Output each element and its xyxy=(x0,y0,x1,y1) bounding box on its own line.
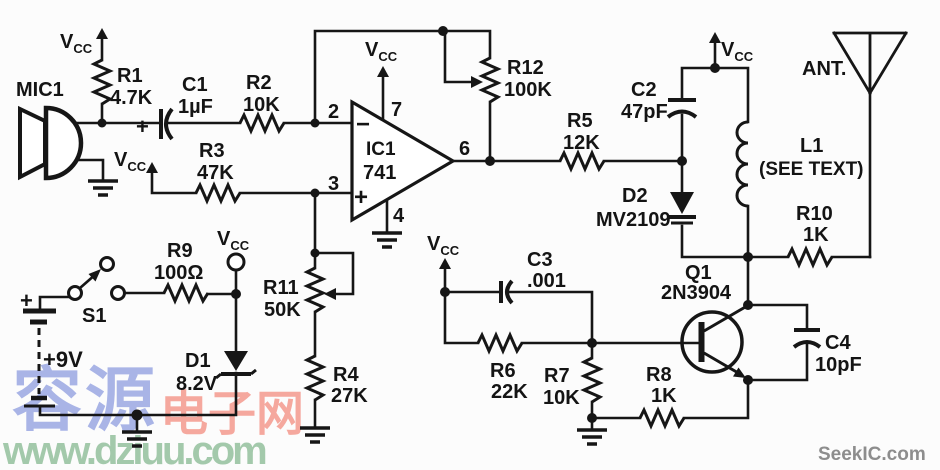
battery-voltage-label: +9V xyxy=(43,347,83,372)
mic1-label: MIC1 xyxy=(16,79,64,101)
r5-value: 12K xyxy=(563,132,600,154)
resistor-r10: R10 1K xyxy=(786,203,834,269)
resistor-r5: R5 12K xyxy=(558,110,606,173)
c2-value: 47pF xyxy=(621,101,668,123)
r10-value: 1K xyxy=(803,224,829,246)
varactor-d2: D2 MV2109 xyxy=(596,185,696,231)
q1-ref: Q1 xyxy=(685,262,712,284)
potentiometer-r11: R11 50K xyxy=(263,266,336,321)
battery-plus-sign: + xyxy=(20,288,33,313)
battery-symbol: + +9V xyxy=(20,288,83,408)
c3-value: .001 xyxy=(527,270,566,292)
s1-label: S1 xyxy=(82,305,106,327)
opamp-minus-sign: − xyxy=(356,111,370,138)
r2-ref: R2 xyxy=(246,72,272,94)
switch-s1: S1 xyxy=(67,256,126,327)
inductor-l1: L1 (SEE TEXT) xyxy=(735,120,864,208)
l1-ref: L1 xyxy=(800,135,823,157)
c4-value: 10pF xyxy=(815,354,862,376)
r1-ref: R1 xyxy=(117,65,143,87)
r11-value: 50K xyxy=(264,299,301,321)
pin6-label: 6 xyxy=(459,138,470,160)
ground-symbols xyxy=(88,179,607,448)
ant-label: ANT. xyxy=(802,58,846,80)
c2-ref: C2 xyxy=(631,79,657,101)
ic1-ref: IC1 xyxy=(366,139,396,160)
capacitor-c2: C2 47pF xyxy=(621,79,698,123)
watermark-site-url: www.dziuu.com xyxy=(2,429,266,470)
vcc-label-tank: VCC xyxy=(721,39,754,64)
vcc-label-r3: VCC xyxy=(114,149,147,174)
resistor-r9: R9 100Ω xyxy=(154,240,210,305)
r6-ref: R6 xyxy=(490,360,516,382)
resistor-r7: R7 10K xyxy=(543,356,604,409)
vcc-label-opamp: VCC xyxy=(365,39,398,64)
c1-polarity: + xyxy=(136,114,149,139)
r11-ref: R11 xyxy=(263,277,299,299)
r12-value: 100K xyxy=(504,79,552,101)
r9-ref: R9 xyxy=(167,240,193,262)
resistor-r3: R3 47K xyxy=(194,140,242,205)
vcc-label-c3: VCC xyxy=(427,233,460,258)
l1-value: (SEE TEXT) xyxy=(759,159,864,180)
r9-value: 100Ω xyxy=(154,262,203,284)
r8-ref: R8 xyxy=(646,364,672,386)
labels: MIC1 VCC VCC VCC VCC VCC VCC xyxy=(16,31,754,258)
vcc-label-r1: VCC xyxy=(60,31,93,56)
opamp-plus-sign: + xyxy=(354,184,368,211)
capacitor-c1: + C1 1µF xyxy=(136,74,213,141)
d1-value: 8.2V xyxy=(176,373,218,395)
potentiometer-r12: R12 100K xyxy=(471,56,552,104)
resistor-r8: R8 1K xyxy=(638,364,686,430)
d1-ref: D1 xyxy=(185,350,211,372)
pin3-label: 3 xyxy=(328,173,339,195)
wires xyxy=(38,29,872,434)
pin7-label: 7 xyxy=(391,99,402,121)
q1-value: 2N3904 xyxy=(661,282,732,304)
watermark-seekic: SeekIC.com xyxy=(818,444,926,465)
d2-value: MV2109 xyxy=(596,209,671,231)
d2-ref: D2 xyxy=(622,185,648,207)
r12-ref: R12 xyxy=(507,57,544,79)
r3-ref: R3 xyxy=(199,140,225,162)
c4-ref: C4 xyxy=(825,332,851,354)
r7-ref: R7 xyxy=(544,365,570,387)
resistor-r4: R4 27K xyxy=(303,354,368,407)
c1-value: 1µF xyxy=(178,96,213,118)
vcc-label-terminal: VCC xyxy=(217,228,250,253)
r6-value: 22K xyxy=(491,381,528,403)
transistor-q1: Q1 2N3904 xyxy=(661,262,748,378)
junction-dots xyxy=(97,26,753,423)
pin4-label: 4 xyxy=(393,205,405,227)
r2-value: 10K xyxy=(243,94,280,116)
r4-ref: R4 xyxy=(333,364,359,386)
opamp-ic1: − + IC1 741 2 7 3 4 6 xyxy=(328,99,470,227)
resistor-r6: R6 22K xyxy=(476,331,528,403)
r5-ref: R5 xyxy=(567,110,593,132)
capacitor-c4: C4 10pF xyxy=(792,328,862,376)
vcc-terminal xyxy=(226,252,246,272)
ic1-value: 741 xyxy=(363,162,396,184)
c3-ref: C3 xyxy=(527,249,553,271)
r10-ref: R10 xyxy=(796,203,833,225)
vcc-arrows xyxy=(96,28,721,269)
r8-value: 1K xyxy=(651,385,677,407)
resistor-r2: R2 10K xyxy=(238,72,286,135)
antenna-symbol: ANT. xyxy=(802,31,908,95)
zener-d1: D1 8.2V xyxy=(176,350,257,395)
r1-value: 4.7K xyxy=(110,87,153,109)
c1-ref: C1 xyxy=(182,74,208,96)
resistor-r1: R1 4.7K xyxy=(90,58,153,109)
r7-value: 10K xyxy=(543,387,580,409)
r3-value: 47K xyxy=(197,162,234,184)
capacitor-c3: C3 .001 xyxy=(499,249,566,305)
pin2-label: 2 xyxy=(328,101,339,123)
r4-value: 27K xyxy=(331,385,368,407)
microphone-symbol xyxy=(18,105,84,181)
